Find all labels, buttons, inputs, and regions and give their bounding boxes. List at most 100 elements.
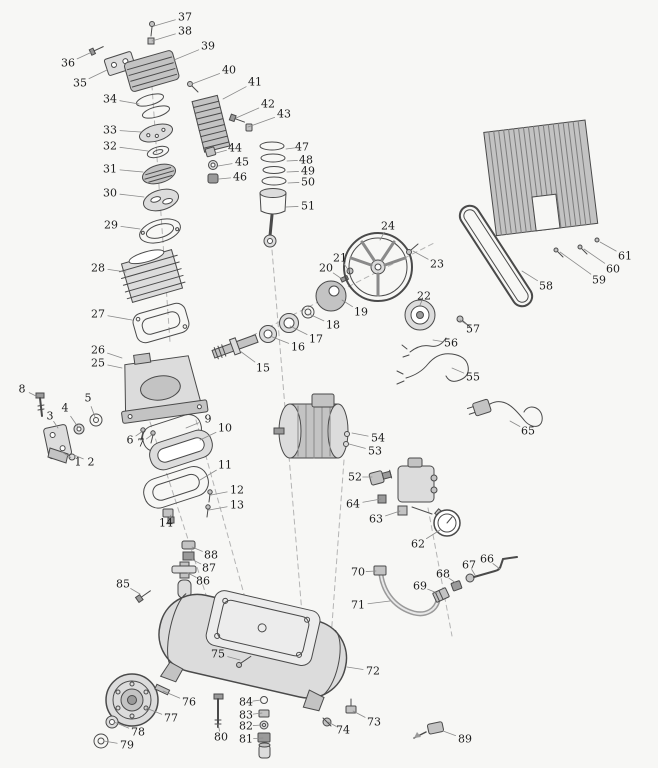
leader-line-1 xyxy=(61,451,72,458)
leader-line-43 xyxy=(247,116,275,128)
part-number-5: 5 xyxy=(85,392,92,405)
part-number-3: 3 xyxy=(47,410,54,423)
gasket-11 xyxy=(143,465,209,509)
valve-plate-33 xyxy=(139,123,173,143)
leader-line-69 xyxy=(427,588,438,594)
crankcase-25-26 xyxy=(121,352,209,424)
fitting-70 xyxy=(373,565,387,576)
leader-line-34 xyxy=(119,100,140,105)
part-number-65: 65 xyxy=(521,425,535,438)
part-number-86: 86 xyxy=(196,575,210,588)
leader-line-22 xyxy=(419,299,423,306)
plate-10 xyxy=(149,429,213,471)
gasket-29 xyxy=(139,218,181,244)
part-number-63: 63 xyxy=(369,513,383,526)
part-number-55: 55 xyxy=(466,371,480,384)
leader-line-82 xyxy=(252,724,263,726)
part-number-69: 69 xyxy=(413,580,427,593)
leader-line-19 xyxy=(341,299,353,308)
part-number-27: 27 xyxy=(91,308,105,321)
part-number-73: 73 xyxy=(367,716,381,729)
pulley-22 xyxy=(404,299,436,331)
leader-line-5 xyxy=(90,406,96,418)
leader-line-25 xyxy=(107,364,123,369)
wheel-77 xyxy=(105,673,159,727)
part-number-66: 66 xyxy=(480,553,494,566)
part-number-42: 42 xyxy=(261,98,275,111)
flywheel-24 xyxy=(343,232,413,302)
part-number-74: 74 xyxy=(336,724,350,737)
washer-45 xyxy=(208,160,218,170)
part-number-40: 40 xyxy=(222,64,236,77)
valve-plate-31 xyxy=(141,163,177,185)
screw-37-38 xyxy=(147,21,155,45)
leader-line-14 xyxy=(167,514,172,520)
part-number-87: 87 xyxy=(202,562,216,575)
belt-58 xyxy=(458,204,534,308)
part-number-4: 4 xyxy=(62,402,69,415)
bolt-36 xyxy=(88,46,104,56)
leader-line-30 xyxy=(119,193,145,198)
part-number-17: 17 xyxy=(309,333,323,346)
part-number-23: 23 xyxy=(430,258,444,271)
part-number-38: 38 xyxy=(178,25,192,38)
part-number-33: 33 xyxy=(103,124,117,137)
leader-line-57 xyxy=(459,319,468,326)
leader-line-42 xyxy=(235,107,260,119)
part-number-84: 84 xyxy=(239,696,253,709)
part-number-81: 81 xyxy=(239,733,253,746)
leader-line-70 xyxy=(365,570,377,572)
leader-line-60 xyxy=(583,248,606,264)
part-number-30: 30 xyxy=(103,187,117,200)
part-number-24: 24 xyxy=(381,220,395,233)
leader-line-72 xyxy=(346,666,364,670)
leader-line-37 xyxy=(153,19,176,27)
leader-line-78 xyxy=(113,721,130,729)
filter-assembly-86-88 xyxy=(171,540,197,599)
leader-line-59 xyxy=(559,251,592,275)
elbow-67 xyxy=(465,573,475,583)
leader-line-2 xyxy=(73,454,84,460)
leader-line-65 xyxy=(509,420,521,427)
tank-72 xyxy=(158,590,348,712)
fitting-14 xyxy=(162,508,175,524)
leader-line-83 xyxy=(252,712,263,715)
piston-51 xyxy=(259,188,287,248)
leader-line-31 xyxy=(119,169,144,173)
leader-line-63 xyxy=(385,510,401,517)
leader-line-54 xyxy=(351,432,369,437)
ring-18 xyxy=(301,305,315,319)
part-number-41: 41 xyxy=(248,76,262,89)
part-number-45: 45 xyxy=(235,156,249,169)
leader-line-71 xyxy=(367,600,391,605)
part-number-61: 61 xyxy=(618,250,632,263)
washer-5 xyxy=(89,413,103,427)
motor-53-54 xyxy=(273,393,350,459)
leader-line-36 xyxy=(76,51,93,60)
drain-74 xyxy=(322,717,332,727)
part-number-10: 10 xyxy=(218,422,232,435)
part-number-79: 79 xyxy=(120,739,134,752)
part-number-16: 16 xyxy=(291,341,305,354)
part-number-57: 57 xyxy=(466,323,480,336)
leader-line-48 xyxy=(286,160,298,162)
part-number-82: 82 xyxy=(239,720,253,733)
bolt-8 xyxy=(35,392,45,417)
leader-line-17 xyxy=(289,325,308,335)
part-number-62: 62 xyxy=(411,538,425,551)
part-number-11: 11 xyxy=(218,459,232,472)
leader-line-85 xyxy=(130,588,141,595)
crankshaft-15 xyxy=(211,334,259,360)
leader-line-56 xyxy=(432,339,444,343)
screw-75 xyxy=(236,655,252,668)
part-number-19: 19 xyxy=(354,306,368,319)
leader-line-15 xyxy=(239,350,256,363)
condenser-fins-59-61 xyxy=(483,119,599,237)
leader-line-45 xyxy=(217,163,233,167)
leader-line-35 xyxy=(88,69,108,80)
part-number-52: 52 xyxy=(348,471,362,484)
leader-line-26 xyxy=(107,352,123,359)
leader-line-81 xyxy=(253,737,264,739)
leader-line-89 xyxy=(442,730,457,736)
